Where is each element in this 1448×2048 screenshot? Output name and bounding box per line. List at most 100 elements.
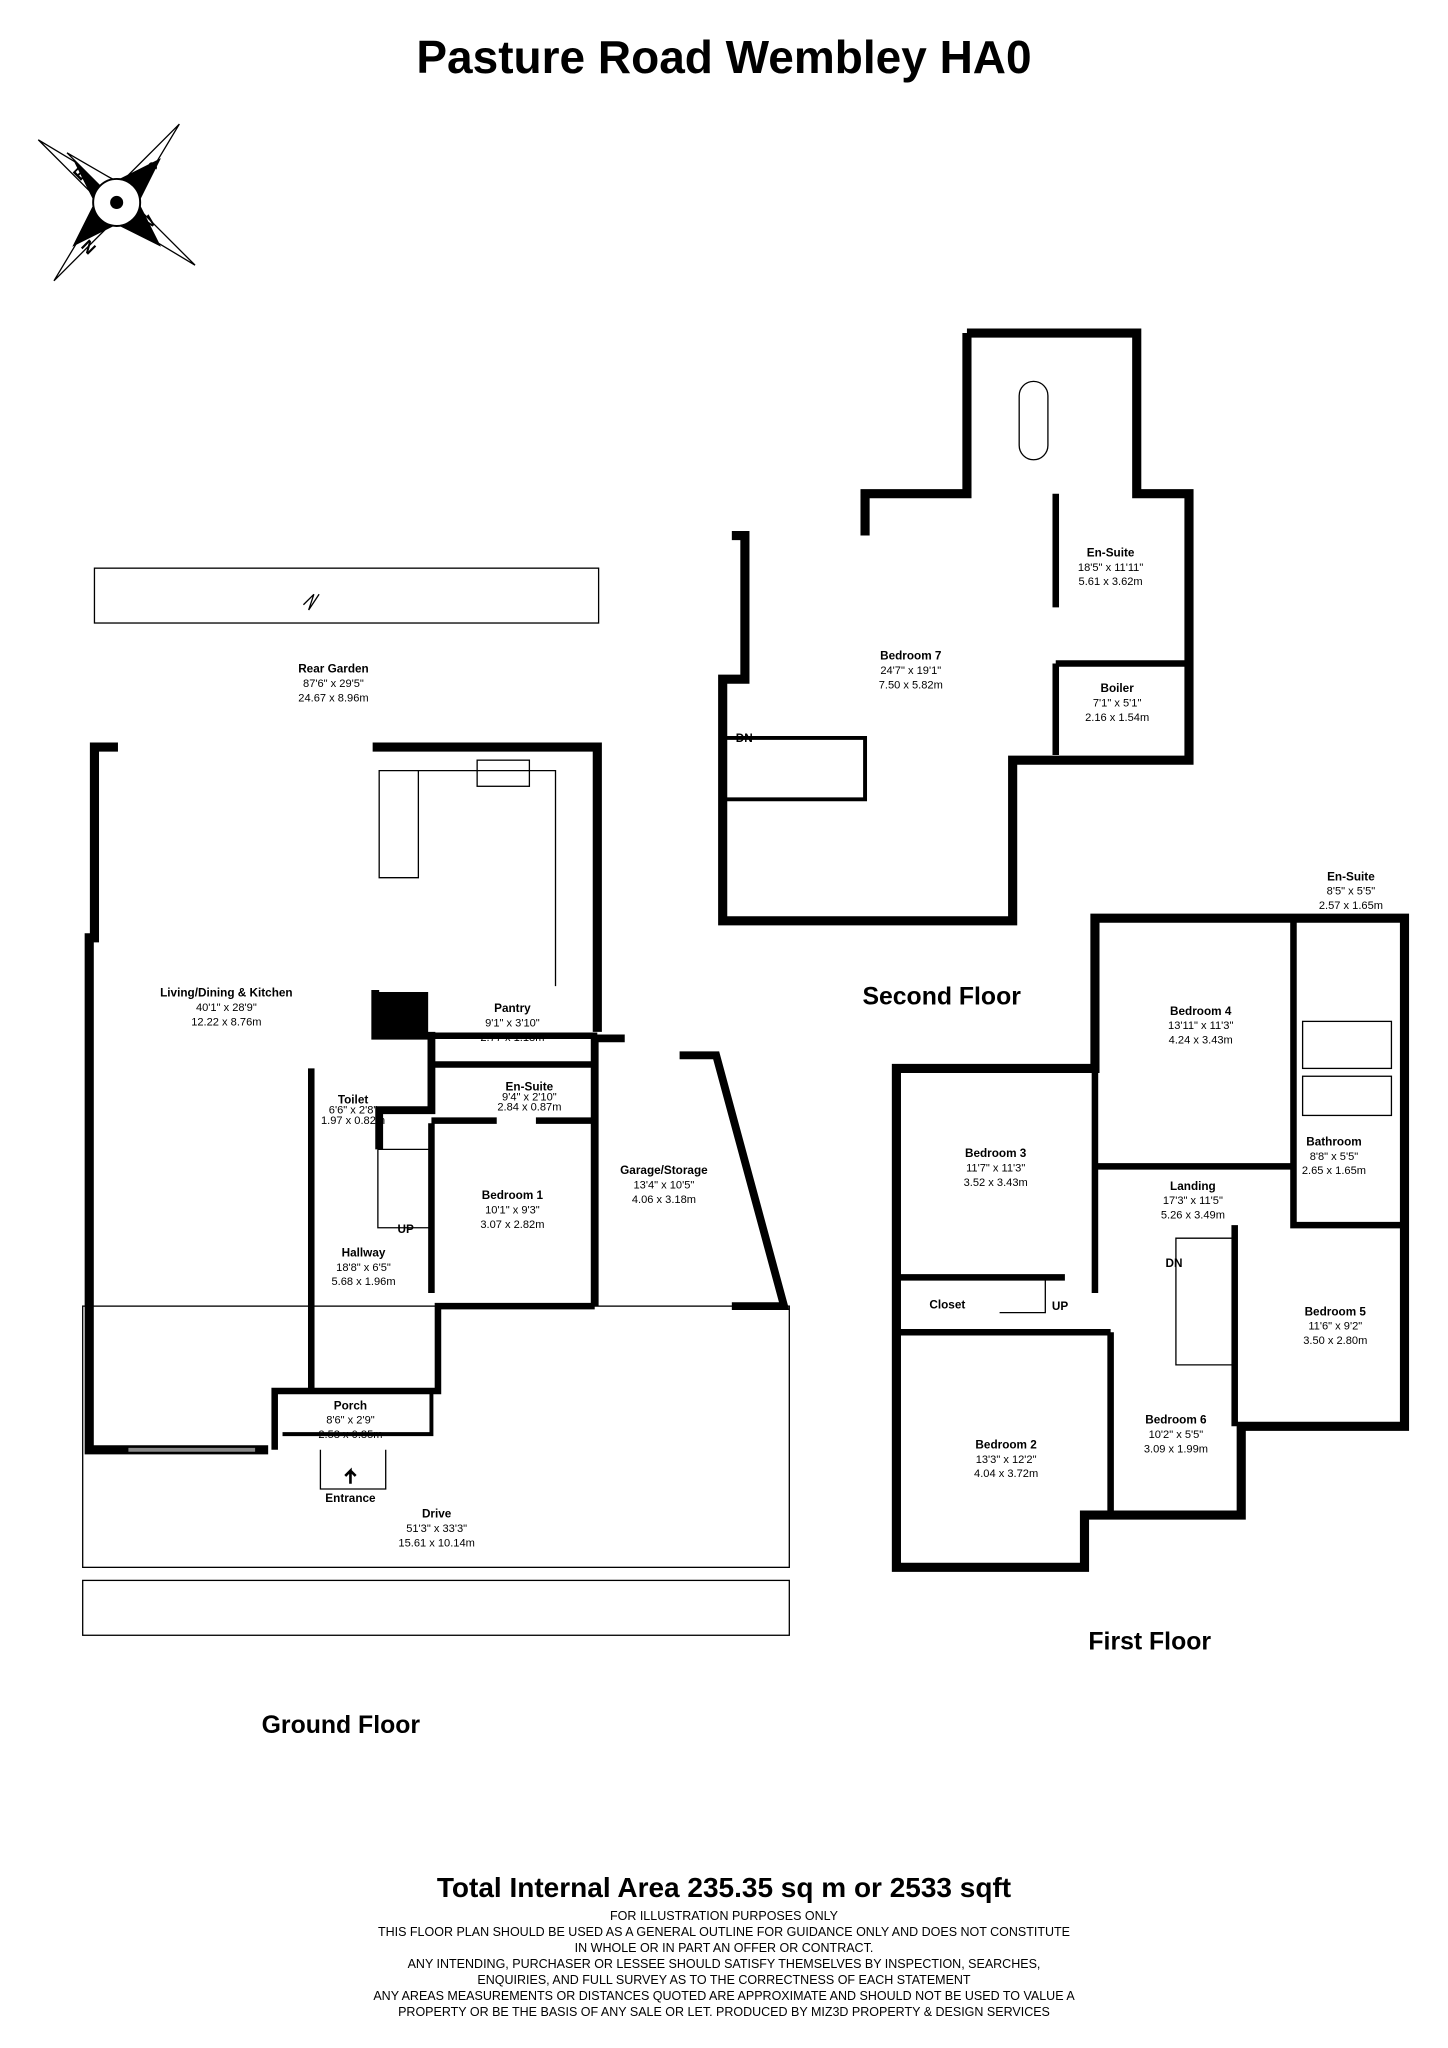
- ground-floor-plan: [82, 567, 790, 1636]
- room-metric: 5.61 x 3.62m: [1079, 576, 1143, 588]
- room-name: Pantry: [494, 1002, 531, 1015]
- room-imperial: 13'11" x 11'3": [1168, 1020, 1233, 1032]
- room-name: Bedroom 5: [1305, 1305, 1367, 1318]
- room-name: Bedroom 7: [880, 650, 942, 663]
- footer: Total Internal Area 235.35 sq m or 2533 …: [0, 1872, 1448, 2020]
- room-name: Closet: [929, 1299, 965, 1312]
- room-name: Hallway: [342, 1246, 386, 1259]
- room-label: Bedroom 511'6" x 9'2"3.50 x 2.80m: [1303, 1305, 1367, 1347]
- room-metric: 12.22 x 8.76m: [191, 1016, 261, 1028]
- total-internal-area: Total Internal Area 235.35 sq m or 2533 …: [436, 1872, 1012, 1903]
- room-name: Rear Garden: [298, 663, 369, 676]
- up-marker: UP: [397, 1223, 413, 1236]
- first-floor-plan: [891, 913, 1410, 1572]
- room-imperial: 11'7" x 11'3": [966, 1163, 1025, 1175]
- room-label: Porch 8'6" x 2'9" 2.58 x 0.85m: [318, 1399, 382, 1441]
- room-name: Landing: [1170, 1180, 1216, 1193]
- room-name: Porch: [334, 1399, 367, 1412]
- room-metric: 2.57 x 1.65m: [1319, 900, 1383, 912]
- room-imperial: 10'1" x 9'3": [485, 1204, 540, 1216]
- room-label: Bedroom 3 11'7" x 11'3" 3.52 x 3.43m: [964, 1147, 1028, 1189]
- second-floor-plan: [718, 328, 1194, 926]
- room-name: Bedroom 4: [1170, 1005, 1232, 1018]
- compass-rose-icon: E S N W: [37, 123, 196, 282]
- down-marker: DN: [736, 732, 753, 745]
- room-label: Drive 51'3" x 33'3" 15.61 x 10.14m: [398, 1508, 474, 1550]
- room-label: En-Suite 8'5" x 5'5" 2.57 x 1.65m: [1319, 870, 1383, 912]
- room-metric: 3.50 x 2.80m: [1303, 1335, 1367, 1347]
- room-name: Garage/Storage: [620, 1164, 708, 1177]
- room-imperial: 6'6" x 2'8": [329, 1105, 378, 1117]
- room-label: Pantry 9'1" x 3'10" 2.77 x 1.18m: [480, 1002, 544, 1044]
- room-name: Bathroom: [1306, 1135, 1362, 1148]
- disclaimer-line: THIS FLOOR PLAN SHOULD BE USED AS A GENE…: [377, 1925, 1071, 1939]
- room-metric: 4.06 x 3.18m: [632, 1194, 696, 1206]
- entrance-label: Entrance: [325, 1492, 376, 1505]
- room-name: Drive: [422, 1508, 452, 1521]
- room-label: Bedroom 110'1" x 9'3"3.07 x 2.82m: [480, 1189, 544, 1231]
- room-name: Bedroom 3: [965, 1147, 1027, 1160]
- room-imperial: 17'3" x 11'5": [1163, 1195, 1223, 1207]
- room-imperial: 9'1" x 3'10": [485, 1018, 540, 1030]
- room-label: Bedroom 213'3" x 12'2"4.04 x 3.72m: [974, 1438, 1038, 1480]
- room-name: En-Suite: [506, 1081, 554, 1094]
- disclaimer-line: ANY AREAS MEASUREMENTS OR DISTANCES QUOT…: [373, 1989, 1075, 2003]
- room-imperial: 87'6" x 29'5": [303, 678, 364, 690]
- room-name: Living/Dining & Kitchen: [160, 987, 293, 1000]
- room-label: Garage/Storage 13'4" x 10'5" 4.06 x 3.18m: [620, 1164, 708, 1206]
- room-metric: 2.16 x 1.54m: [1085, 712, 1149, 724]
- room-label: Living/Dining & Kitchen 40'1" x 28'9" 12.2…: [160, 987, 293, 1029]
- room-imperial: 8'5" x 5'5": [1327, 886, 1376, 898]
- room-label: Bedroom 6 10'2" x 5'5" 3.09 x 1.99m: [1144, 1414, 1208, 1456]
- room-metric: 2.77 x 1.18m: [480, 1032, 544, 1044]
- room-metric: 5.68 x 1.96m: [331, 1276, 395, 1288]
- room-imperial: 9'4" x 2'10": [502, 1092, 557, 1104]
- room-metric: 3.09 x 1.99m: [1144, 1443, 1208, 1455]
- page-title: Pasture Road Wembley HA0: [416, 31, 1032, 83]
- room-metric: 3.52 x 3.43m: [964, 1177, 1028, 1189]
- disclaimer-line: FOR ILLUSTRATION PURPOSES ONLY: [609, 1909, 839, 1923]
- room-labels: Rear Garden 87'6" x 29'5" 24.67 x 8.96mLiv…: [160, 546, 1383, 1549]
- down-marker: DN: [1165, 1257, 1182, 1270]
- room-imperial: 10'2" x 5'5": [1149, 1429, 1204, 1441]
- room-name: En-Suite: [1327, 870, 1375, 883]
- room-metric: 2.58 x 0.85m: [318, 1429, 382, 1441]
- room-imperial: 8'6" x 2'9": [326, 1415, 375, 1427]
- room-label: Rear Garden 87'6" x 29'5" 24.67 x 8.96m: [298, 663, 369, 705]
- disclaimer-line: ANY INTENDING, PURCHASER OR LESSEE SHOUL…: [407, 1957, 1041, 1971]
- room-imperial: 40'1" x 28'9": [196, 1002, 257, 1014]
- room-label: Landing 17'3" x 11'5" 5.26 x 3.49m: [1161, 1180, 1225, 1222]
- room-imperial: 51'3" x 33'3": [406, 1523, 467, 1535]
- garden-strip: [93, 567, 600, 624]
- disclaimer-line: IN WHOLE OR IN PART AN OFFER OR CONTRACT…: [574, 1941, 874, 1955]
- room-name: Bedroom 6: [1145, 1414, 1207, 1427]
- room-name: Toilet: [338, 1094, 369, 1107]
- disclaimer-line: PROPERTY OR BE THE BASIS OF ANY SALE OR …: [398, 2005, 1050, 2019]
- room-label: Closet: [929, 1299, 965, 1312]
- room-metric: 2.84 x 0.87m: [497, 1102, 561, 1114]
- room-metric: 1.97 x 0.82m: [321, 1115, 385, 1127]
- room-label: Bedroom 4 13'11" x 11'3" 4.24 x 3.43m: [1168, 1005, 1233, 1047]
- room-name: Bedroom 1: [482, 1189, 544, 1202]
- room-metric: 5.26 x 3.49m: [1161, 1210, 1225, 1222]
- ground-floor-label: Ground Floor: [262, 1712, 421, 1739]
- room-name: Bedroom 2: [975, 1438, 1037, 1451]
- first-floor-label: First Floor: [1088, 1629, 1211, 1656]
- room-metric: 4.04 x 3.72m: [974, 1468, 1038, 1480]
- room-metric: 24.67 x 8.96m: [298, 692, 368, 704]
- room-metric: 7.50 x 5.82m: [879, 679, 943, 691]
- room-imperial: 24'7" x 19'1": [880, 665, 941, 677]
- room-metric: 15.61 x 10.14m: [398, 1537, 474, 1549]
- room-imperial: 18'5" x 11'11": [1078, 562, 1143, 574]
- entrance-arrow-icon: [344, 1467, 357, 1484]
- room-label: Bedroom 7 24'7" x 19'1" 7.50 x 5.82m: [879, 650, 943, 692]
- room-metric: 4.24 x 3.43m: [1169, 1035, 1233, 1047]
- room-imperial: 13'4" x 10'5": [633, 1180, 694, 1192]
- disclaimer-line: ENQUIRIES, AND FULL SURVEY AS TO THE COR…: [477, 1973, 971, 1987]
